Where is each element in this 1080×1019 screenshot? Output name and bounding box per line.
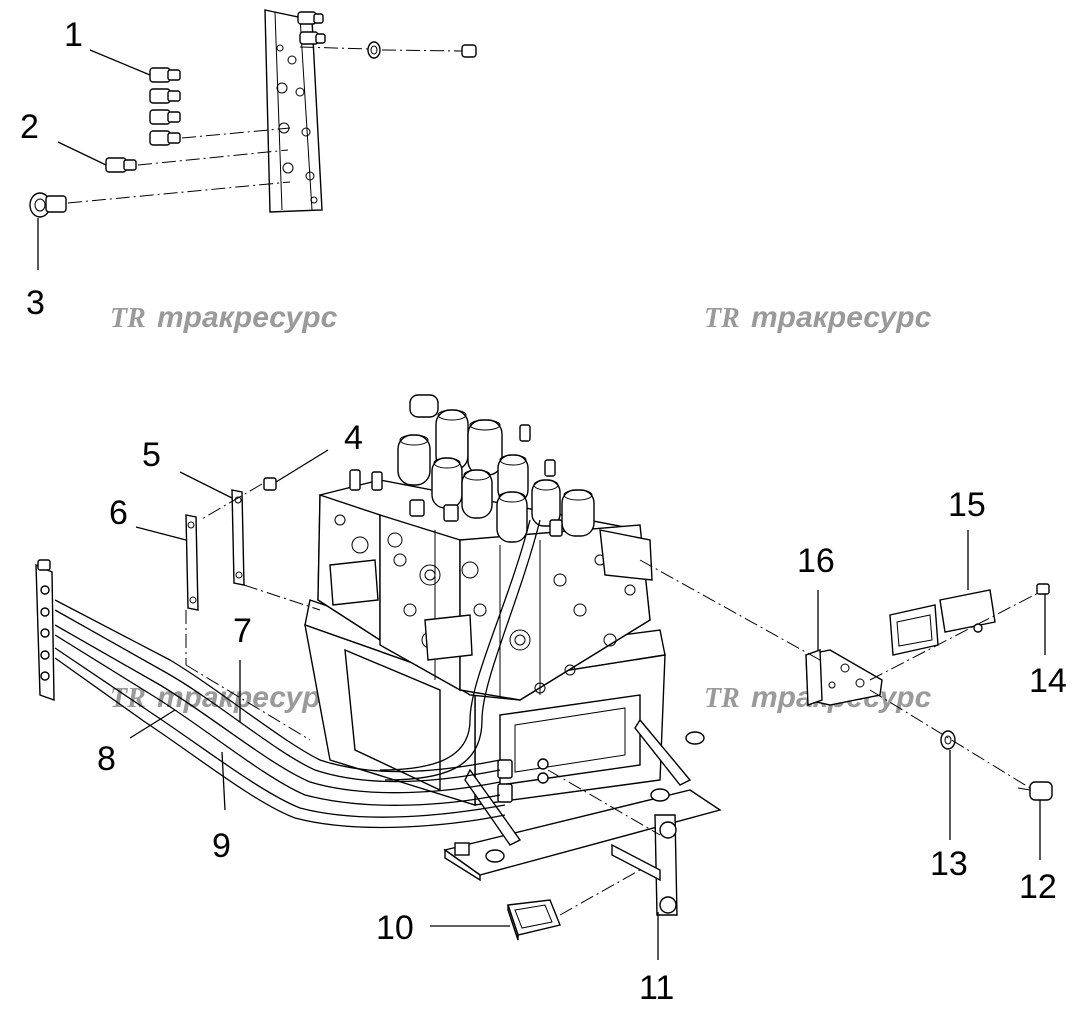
bolt-12 <box>1017 781 1053 801</box>
fitting-2 <box>105 149 289 173</box>
right-bracket-16 <box>805 649 883 706</box>
bracket-6 <box>185 514 199 611</box>
bracket-11 <box>611 814 678 916</box>
svg-text:TR: TR <box>704 683 740 714</box>
top-bracket-plate <box>264 9 326 213</box>
hydraulic-hose <box>379 519 541 781</box>
guide-10 <box>559 869 641 916</box>
callout-12: 12 <box>1019 868 1057 906</box>
callout-15: 15 <box>948 486 986 524</box>
pilot-solenoids <box>349 394 595 543</box>
svg-text:TR: TR <box>704 303 740 334</box>
svg-text:тракресурс: тракресурс <box>157 301 338 334</box>
callout-10: 10 <box>376 909 414 947</box>
washer-13 <box>940 730 956 750</box>
watermark-mid-left: TR тракресурс <box>110 681 338 714</box>
guide-5 <box>243 584 321 611</box>
callout-7: 7 <box>233 612 252 650</box>
clamp-15 <box>889 589 996 656</box>
bolt-4 <box>199 477 277 521</box>
guide-14 <box>869 591 1041 681</box>
fitting-3 <box>29 181 291 218</box>
svg-text:тракресурс: тракресурс <box>751 301 932 334</box>
watermark-top-right: TR тракресурс <box>704 301 932 334</box>
callout-2: 2 <box>20 108 39 146</box>
guide-6b <box>185 664 311 741</box>
callout-1: 1 <box>64 16 83 54</box>
leader-lines <box>37 49 1046 960</box>
pilot-pipes <box>54 599 506 829</box>
watermark-top-left: TR тракресурс <box>110 301 338 334</box>
callout-3: 3 <box>26 284 45 322</box>
callout-14: 14 <box>1029 662 1067 700</box>
callout-16: 16 <box>797 542 835 580</box>
clamp-10 <box>507 899 561 941</box>
left-pipe-clamp-plate <box>35 559 55 701</box>
bolt-14 <box>1036 583 1050 595</box>
bracket-5 <box>231 489 245 586</box>
control-valve-block <box>317 479 653 701</box>
callout-4: 4 <box>344 419 363 457</box>
guide-11 <box>547 769 661 836</box>
callout-13: 13 <box>930 845 968 883</box>
callout-5: 5 <box>142 436 161 474</box>
fitting-group-1 <box>149 67 291 146</box>
top-bolt-and-washer <box>299 41 477 59</box>
svg-text:TR: TR <box>110 303 146 334</box>
callout-6: 6 <box>109 494 128 532</box>
svg-text:тракресурс: тракресурс <box>157 681 338 714</box>
guide-16 <box>639 559 821 661</box>
callout-11: 11 <box>639 969 674 1007</box>
watermark-mid-right: TR тракресурс <box>704 681 932 714</box>
callout-9: 9 <box>212 827 231 865</box>
callout-8: 8 <box>97 740 116 778</box>
guide-12 <box>869 689 1031 789</box>
